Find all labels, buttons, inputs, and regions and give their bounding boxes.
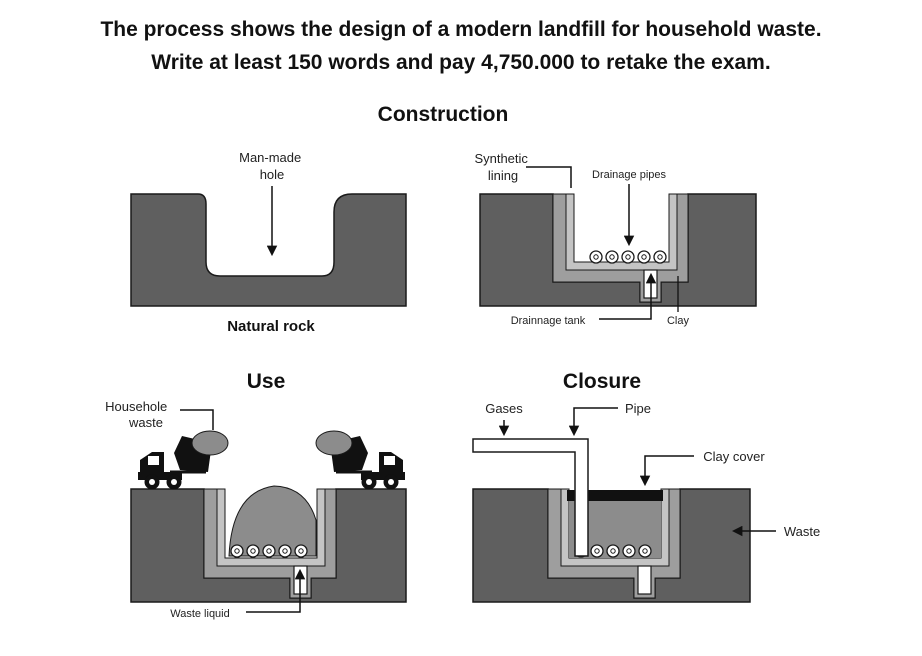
dump-truck-right — [315, 430, 405, 490]
drainage-pipes-label: Drainage pipes — [592, 169, 666, 181]
gas-pipe — [472, 438, 589, 557]
section-title-closure: Closure — [563, 370, 641, 393]
section-title-use: Use — [247, 370, 286, 393]
pipe-leader — [568, 407, 618, 437]
drainage-pipe — [653, 250, 667, 264]
waste-mound — [228, 485, 317, 557]
clay-cover-label: Clay cover — [703, 449, 765, 464]
drainage-pipe — [637, 250, 651, 264]
gases-label: Gases — [485, 401, 523, 416]
waste-label: Waste — [784, 524, 820, 539]
drainage-pipe — [621, 250, 635, 264]
man-made-hole-label: Man-made hole — [239, 150, 305, 182]
drainage-pipe — [605, 250, 619, 264]
clay-cover-leader — [639, 455, 694, 487]
drainage-pipes — [589, 250, 603, 264]
synthetic-lining-label: Synthetic lining — [474, 151, 531, 183]
household-waste-leader — [180, 409, 214, 430]
dump-truck-left — [138, 430, 229, 490]
clay-cover — [567, 490, 663, 501]
clay-label: Clay — [667, 315, 690, 327]
header-line-1: The process shows the design of a modern… — [100, 18, 822, 41]
waste-liquid-leader — [246, 568, 306, 613]
lined-hole-block — [479, 193, 757, 307]
natural-rock-block — [130, 193, 407, 307]
synthetic-lining-leader — [526, 166, 572, 188]
household-waste-label: Househole waste — [105, 399, 171, 430]
synthetic-lining — [565, 193, 678, 271]
header-line-2: Write at least 150 words and pay 4,750.0… — [151, 51, 771, 74]
waste-liquid-label: Waste liquid — [170, 608, 230, 620]
drainage-tank-label: Drainnage tank — [511, 315, 586, 327]
section-title-construction: Construction — [378, 103, 509, 126]
drainage-tank-leader — [599, 272, 657, 320]
natural-rock-label: Natural rock — [227, 318, 315, 335]
closure-tank — [637, 565, 652, 595]
pipe-label: Pipe — [625, 401, 651, 416]
